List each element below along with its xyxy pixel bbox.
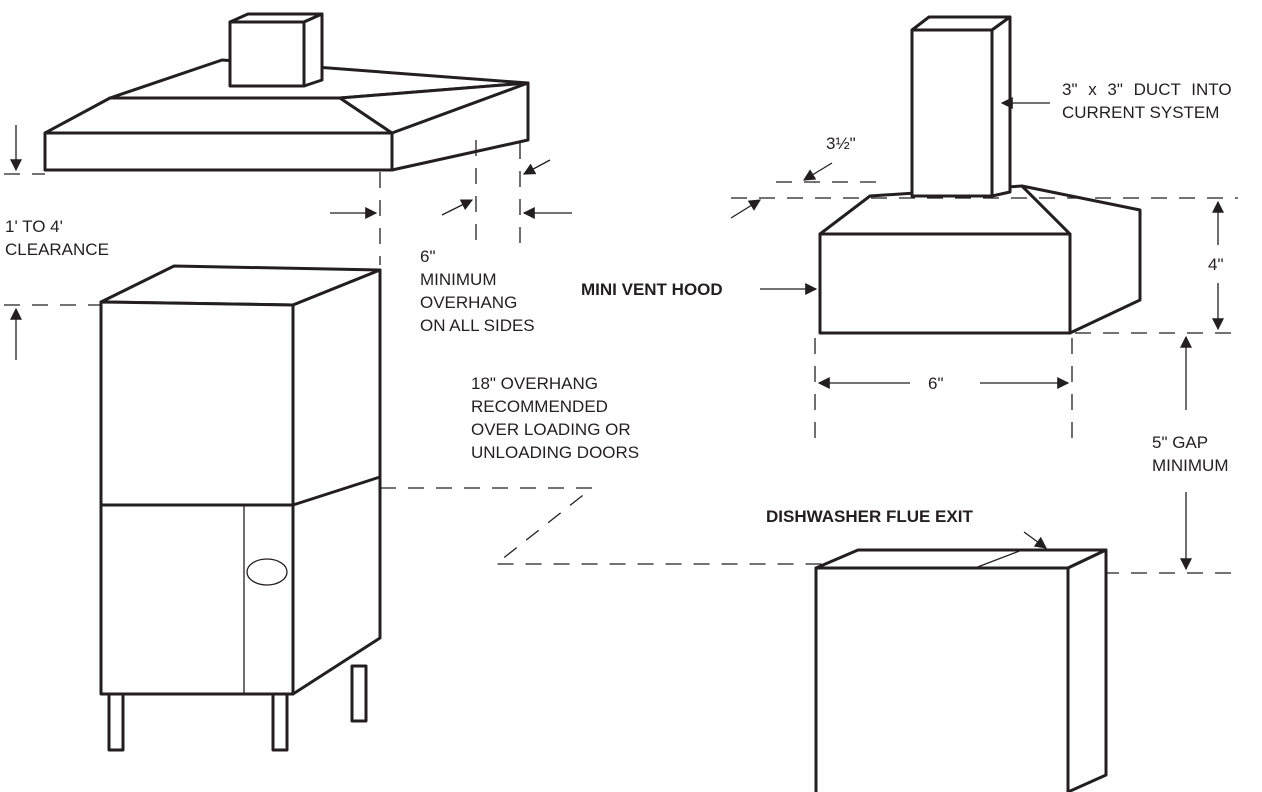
dishwasher-legs [107,664,368,752]
minimum-overhang-label: 6" MINIMUM OVERHANG ON ALL SIDES [420,245,535,337]
dishwasher-button [246,558,288,586]
hood-height-label: 4" [1208,255,1224,274]
min-overhang-line: OVERHANG [420,293,518,312]
mini-vent-hood-label: MINI VENT HOOD [581,280,723,299]
gap-line: MINIMUM [1152,456,1229,475]
mini-hood-duct [910,15,1012,198]
rec-overhang-line: UNLOADING DOORS [471,443,640,462]
exhaust-hood [43,58,530,172]
right-dimensions [730,97,1238,574]
duct-label: 3" x 3" DUCT INTO CURRENT SYSTEM [1062,78,1232,124]
dishwasher-flue-box [814,548,1108,792]
clearance-line: 1' TO 4' [5,217,63,236]
rec-overhang-line: OVER LOADING OR [471,420,631,439]
gap-line: 5" GAP [1152,433,1209,452]
clearance-line: CLEARANCE [5,240,109,259]
gap-label: 5" GAP MINIMUM [1152,431,1228,477]
duct-line: 3" x 3" DUCT INTO [1062,80,1232,99]
flue-exit-label: DISHWASHER FLUE EXIT [766,507,973,526]
recommended-overhang-label: 18" OVERHANG RECOMMENDED OVER LOADING OR… [471,372,639,464]
mini-vent-hood [818,184,1142,335]
min-overhang-line: ON ALL SIDES [420,316,535,335]
rec-overhang-line: RECOMMENDED [471,397,608,416]
min-overhang-line: MINIMUM [420,270,497,289]
rec-overhang-line: 18" OVERHANG [471,374,598,393]
duct-line: CURRENT SYSTEM [1062,103,1220,122]
left-dimensions [4,125,1066,565]
clearance-label: 1' TO 4' CLEARANCE [5,215,109,261]
hood-width-label: 6" [928,374,944,393]
hood-duct-collar [228,12,324,88]
min-overhang-line: 6" [420,247,436,266]
dishwasher-cabinet [99,264,382,696]
lip-dimension-label: 3½" [826,134,856,153]
